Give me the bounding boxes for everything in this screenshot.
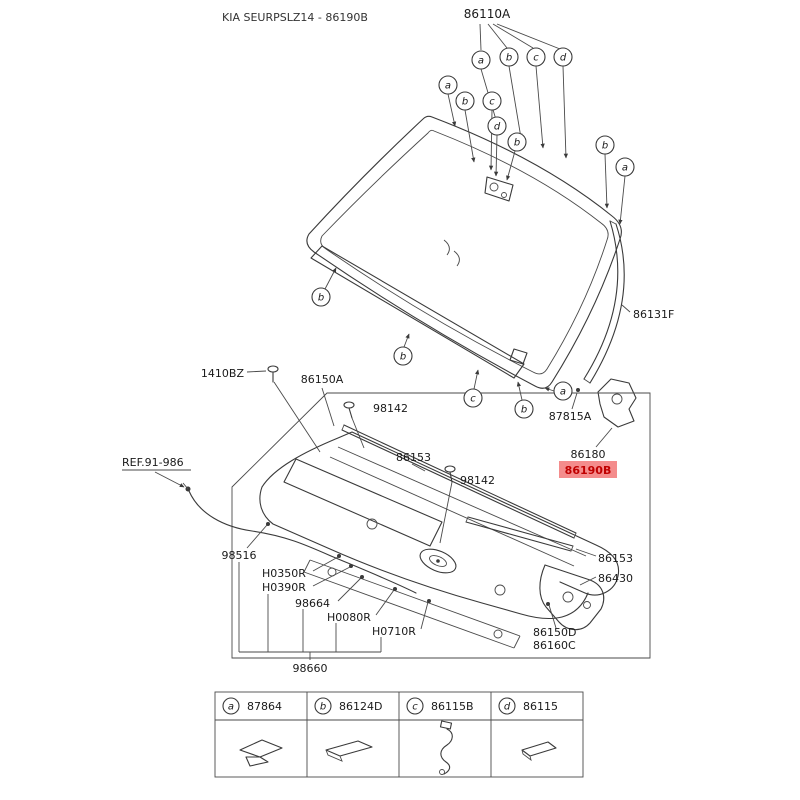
svg-text:b: b [462, 97, 468, 108]
part-label-h0080r[interactable]: H0080R [327, 611, 371, 624]
part-label-86150d[interactable]: 86150D [533, 626, 576, 639]
screw-98142-a [343, 401, 365, 449]
ref-note-label[interactable]: REF.91-986 [122, 456, 184, 469]
callout-b-2: b [455, 91, 475, 111]
svg-text:a: a [622, 163, 628, 174]
legend-part-86124d[interactable]: 86124D [339, 700, 382, 713]
legend-key-c: c [406, 697, 424, 715]
part-label-86150a[interactable]: 86150A [301, 373, 344, 386]
washer-hose [182, 482, 417, 594]
part-label-86131f[interactable]: 86131F [633, 308, 674, 321]
highlight-box [559, 461, 617, 478]
part-label-87815a[interactable]: 87815A [549, 410, 592, 423]
part-label-86153-b[interactable]: 86153 [598, 552, 633, 565]
sensor-pad [509, 348, 528, 365]
callout-b-7: b [514, 399, 534, 419]
side-molding [583, 220, 625, 384]
leader-lines [122, 23, 631, 660]
svg-text:b: b [506, 53, 512, 64]
glass-mark [453, 250, 460, 267]
svg-text:c: c [489, 97, 495, 108]
legend-part-87864[interactable]: 87864 [247, 700, 282, 713]
svg-text:b: b [320, 702, 326, 713]
drawing-title: KIA SEURPSLZ14 - 86190B [222, 11, 368, 24]
part-label-86430[interactable]: 86430 [598, 572, 633, 585]
legend-part-86115b[interactable]: 86115B [431, 700, 474, 713]
svg-text:c: c [412, 702, 418, 713]
legend-part-image-86115b [439, 720, 453, 775]
part-label-86110a[interactable]: 86110A [464, 7, 511, 21]
svg-text:d: d [504, 702, 511, 713]
callout-a-4: a [553, 381, 573, 401]
callout-a-1: a [471, 50, 491, 70]
callout-b-3: b [507, 132, 527, 152]
part-label-h0710r[interactable]: H0710R [372, 625, 416, 638]
svg-text:b: b [514, 138, 520, 149]
callout-c-3: c [463, 388, 483, 408]
legend-part-image-87864 [239, 739, 283, 767]
mirror-mount [484, 176, 514, 202]
part-label-1410bz[interactable]: 1410BZ [201, 367, 245, 380]
callout-d-1: d [553, 47, 573, 67]
legend-part-image-86115 [521, 741, 557, 762]
side-bracket [571, 378, 637, 448]
section-box [231, 392, 651, 659]
svg-text:a: a [228, 702, 234, 713]
callout-c-2: c [482, 91, 502, 111]
screw-98142-b [439, 465, 456, 544]
callout-b-5: b [311, 287, 331, 307]
highlighted-part-86190b[interactable]: 86190B [559, 461, 617, 478]
bolt-1410bz [267, 365, 321, 453]
cowl-lower-strip [303, 559, 521, 649]
svg-text:d: d [494, 122, 501, 133]
callout-c-1: c [526, 47, 546, 67]
legend-part-image-86124d [325, 740, 373, 762]
legend-table: a 87864 b 86124D c 86115B d 86115 [214, 691, 584, 778]
svg-text:b: b [400, 352, 406, 363]
svg-text:a: a [560, 387, 566, 398]
legend-key-a: a [222, 697, 240, 715]
legend-key-d: d [498, 697, 516, 715]
part-label-98660[interactable]: 98660 [293, 662, 328, 675]
part-label-98516[interactable]: 98516 [222, 549, 257, 562]
cowl-weatherstrip-upper [341, 424, 577, 539]
part-label-h0350r[interactable]: H0350R [262, 567, 306, 580]
callout-b-4: b [595, 135, 615, 155]
svg-text:c: c [533, 53, 539, 64]
svg-text:d: d [560, 53, 567, 64]
svg-text:b: b [318, 293, 324, 304]
part-label-86190b: 86190B [565, 464, 612, 477]
callout-a-3: a [615, 157, 635, 177]
callout-b-6: b [393, 346, 413, 366]
svg-text:b: b [602, 141, 608, 152]
cowl-top-panel [259, 431, 620, 620]
windshield-glass [306, 115, 622, 389]
part-label-98142-b[interactable]: 98142 [460, 474, 495, 487]
legend-key-b: b [314, 697, 332, 715]
callout-b-1: b [499, 47, 519, 67]
part-label-86180[interactable]: 86180 [571, 448, 606, 461]
cowl-weatherstrip-lower [465, 516, 574, 552]
callout-d-2: d [487, 116, 507, 136]
glass-mark [443, 239, 450, 256]
part-label-98142-a[interactable]: 98142 [373, 402, 408, 415]
part-label-98664[interactable]: 98664 [295, 597, 330, 610]
svg-text:c: c [470, 394, 476, 405]
part-label-86160c[interactable]: 86160C [533, 639, 576, 652]
legend-part-86115[interactable]: 86115 [523, 700, 558, 713]
svg-text:a: a [478, 56, 484, 67]
part-label-86153-a[interactable]: 86153 [396, 451, 431, 464]
callout-a-2: a [438, 75, 458, 95]
svg-text:b: b [521, 405, 527, 416]
frit-band [310, 245, 525, 379]
svg-text:a: a [445, 81, 451, 92]
cowl-side-cover [539, 564, 605, 631]
vent-grille-hatch [283, 458, 443, 547]
part-label-h0390r[interactable]: H0390R [262, 581, 306, 594]
